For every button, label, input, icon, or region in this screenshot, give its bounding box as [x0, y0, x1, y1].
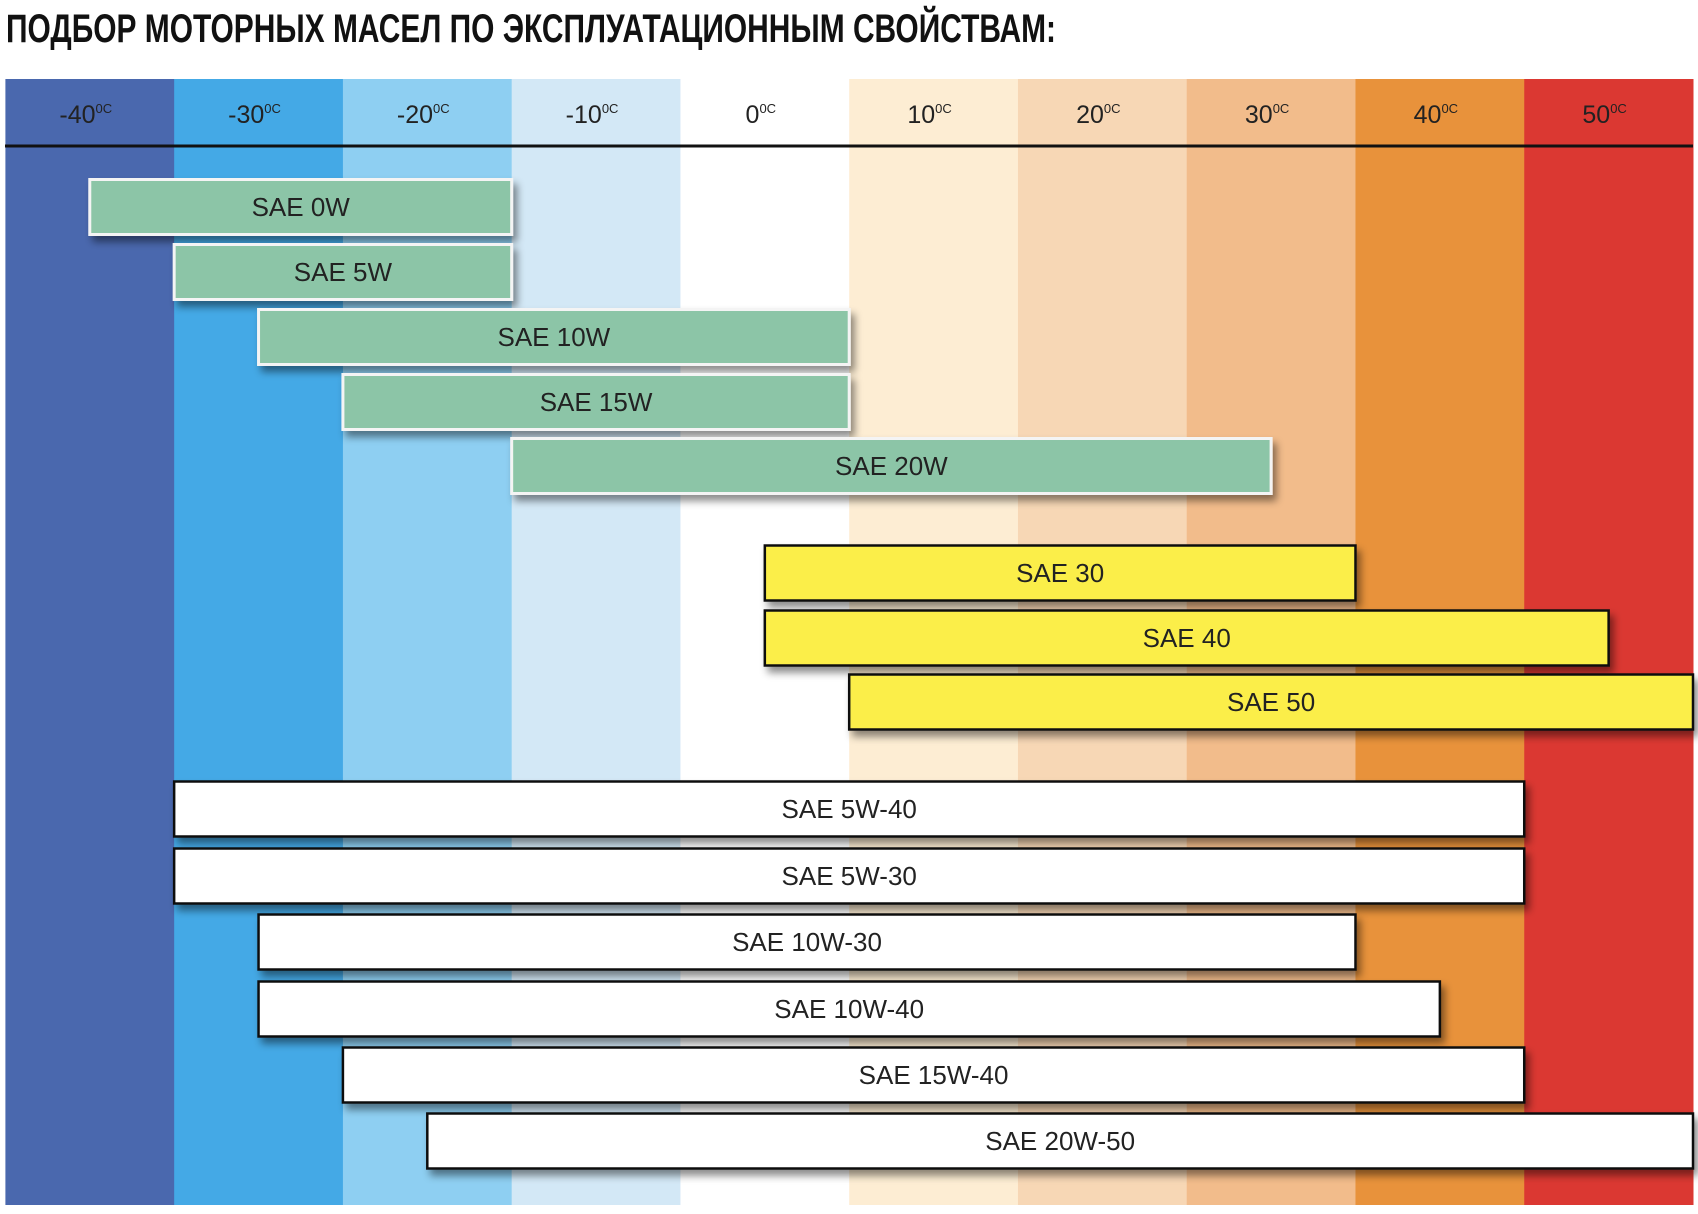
- chart-title: ПОДБОР МОТОРНЫХ МАСЕЛ ПО ЭКСПЛУАТАЦИОННЫ…: [6, 5, 1056, 51]
- oil-bar-rect: [172, 243, 514, 301]
- tick-unit: 0C: [1273, 101, 1290, 116]
- temperature-ticks: -400C -300C -200C -100C 00C 100C 200C 300C 400C 5…: [59, 101, 1626, 129]
- tick-label: 400C: [1414, 101, 1458, 129]
- oil-bar-label: SAE 20W-50: [985, 1126, 1135, 1156]
- oil-bar-rect: [847, 673, 1695, 731]
- oil-bar-label: SAE 15W: [540, 387, 653, 417]
- oil-bars: SAE 0W SAE 5W SAE 10W SAE 15W SAE 20W SAE 30 S…: [88, 178, 1695, 1170]
- oil-bar-rect: [257, 913, 1357, 971]
- oil-bar-label: SAE 0W: [252, 192, 351, 222]
- oil-bar-rect: [763, 544, 1357, 602]
- oil-bar-label: SAE 10W-30: [732, 927, 882, 957]
- tick-label: -300C: [228, 101, 281, 129]
- temperature-band: [5, 79, 175, 1205]
- oil-bar-rect: [341, 1046, 1526, 1104]
- oil-bar: SAE 50: [847, 673, 1695, 731]
- oil-bar: SAE 15W-40: [341, 1046, 1526, 1104]
- oil-bar-rect: [426, 1112, 1695, 1170]
- oil-bar-rect: [257, 308, 851, 366]
- oil-bar-label: SAE 5W-40: [782, 794, 917, 824]
- oil-bar-rect: [763, 609, 1610, 667]
- oil-bar-label: SAE 50: [1227, 687, 1315, 717]
- oil-bar: SAE 30: [763, 544, 1357, 602]
- oil-bar: SAE 5W-30: [172, 847, 1526, 905]
- tick-unit: 0C: [96, 101, 113, 116]
- oil-bar-rect: [172, 847, 1526, 905]
- oil-bar-label: SAE 20W: [835, 451, 948, 481]
- oil-bar-rect: [510, 437, 1273, 495]
- tick-label: 100C: [907, 101, 951, 129]
- oil-bar-label: SAE 5W-30: [782, 861, 917, 891]
- oil-bar: SAE 10W: [257, 308, 851, 366]
- tick-label: 00C: [746, 101, 777, 129]
- oil-bar: SAE 40: [763, 609, 1610, 667]
- tick-unit: 0C: [433, 101, 450, 116]
- oil-bar: SAE 20W-50: [426, 1112, 1695, 1170]
- oil-bar-rect: [172, 780, 1526, 838]
- oil-bar-rect: [88, 178, 514, 236]
- oil-bar-label: SAE 40: [1143, 623, 1231, 653]
- oil-bar-label: SAE 5W: [294, 257, 393, 287]
- tick-unit: 0C: [1441, 101, 1458, 116]
- oil-bar: SAE 20W: [510, 437, 1273, 495]
- oil-bar-label: SAE 15W-40: [859, 1060, 1009, 1090]
- tick-unit: 0C: [935, 101, 952, 116]
- tick-unit: 0C: [602, 101, 619, 116]
- tick-label: -400C: [59, 101, 112, 129]
- tick-label: -200C: [397, 101, 450, 129]
- oil-bar-rect: [341, 373, 851, 431]
- tick-label: 200C: [1076, 101, 1120, 129]
- oil-bar: SAE 0W: [88, 178, 514, 236]
- oil-bar: SAE 15W: [341, 373, 851, 431]
- tick-unit: 0C: [1104, 101, 1121, 116]
- tick-unit: 0C: [264, 101, 281, 116]
- tick-label: 300C: [1245, 101, 1289, 129]
- oil-bar: SAE 10W-40: [257, 980, 1442, 1038]
- tick-unit: 0C: [1610, 101, 1627, 116]
- oil-bar: SAE 10W-30: [257, 913, 1357, 971]
- oil-bar: SAE 5W-40: [172, 780, 1526, 838]
- oil-bar-label: SAE 10W: [498, 322, 611, 352]
- oil-bar-rect: [257, 980, 1442, 1038]
- tick-label: 500C: [1582, 101, 1626, 129]
- oil-bar: SAE 5W: [172, 243, 514, 301]
- tick-unit: 0C: [759, 101, 776, 116]
- oil-bar-label: SAE 30: [1016, 558, 1104, 588]
- oil-bar-label: SAE 10W-40: [774, 994, 924, 1024]
- tick-label: -100C: [566, 101, 619, 129]
